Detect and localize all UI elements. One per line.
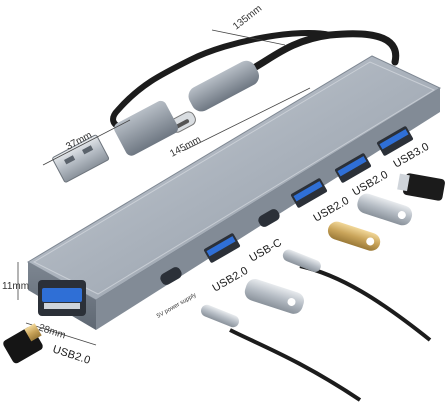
label-usb2-a: USB2.0 — [211, 265, 251, 295]
dim-height: 11mm — [2, 281, 29, 292]
label-power-note: 5V power supply — [156, 292, 197, 319]
usb-a-plug — [52, 100, 178, 183]
side-ports — [160, 126, 413, 285]
dim-hub-length: 145mm — [168, 134, 203, 159]
flash-drive-gold — [327, 221, 381, 251]
hub-body — [27, 55, 442, 330]
dimension-lines — [17, 29, 311, 346]
dim-width: 28mm — [37, 322, 67, 341]
usb-c-plug — [169, 60, 260, 133]
usb-receiver — [397, 173, 445, 201]
usb-c-cable-1 — [282, 249, 432, 342]
dim-cable-length: 135mm — [231, 3, 264, 32]
label-usb-c: USB-C — [248, 237, 285, 265]
front-usb-port — [38, 280, 86, 316]
usb-dongle-gold — [3, 323, 43, 364]
label-usb2-front: USB2.0 — [51, 343, 92, 366]
label-usb2-b: USB2.0 — [312, 195, 352, 225]
flash-drive-silver-bottom — [244, 279, 304, 314]
usb-c-cable-2 — [201, 304, 362, 402]
flash-drive-silver-top — [357, 193, 413, 226]
